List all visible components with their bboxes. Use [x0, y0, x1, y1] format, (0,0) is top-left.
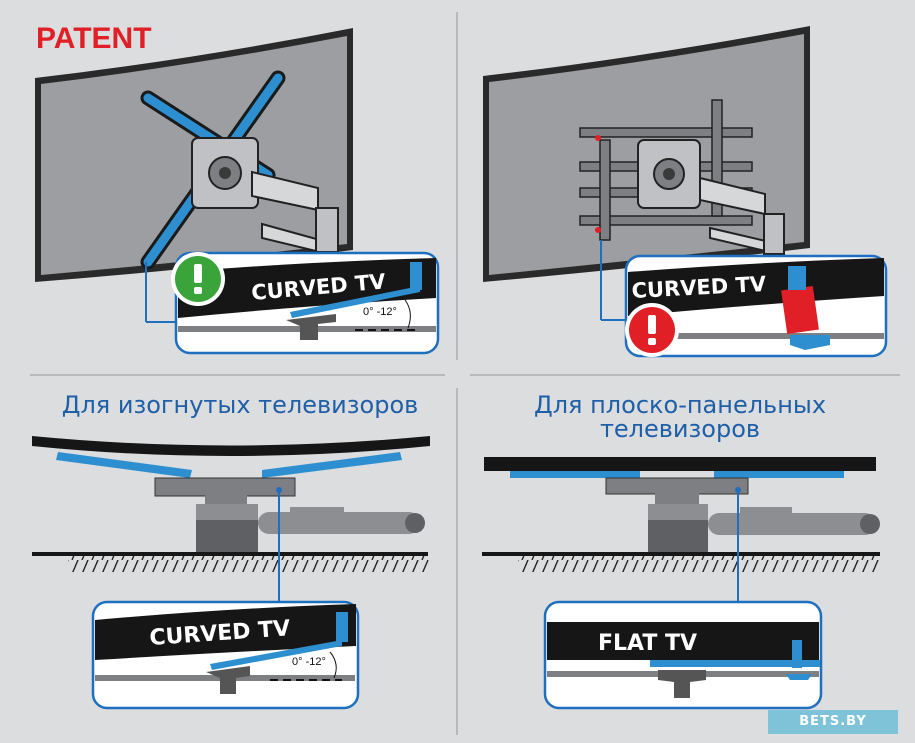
- caption-flat-line2: телевизоров: [599, 415, 761, 443]
- curved-tv-side: [32, 436, 430, 456]
- top-right-panel: CURVED TV: [483, 26, 888, 358]
- callout-bottom-right: FLAT TV: [543, 600, 823, 710]
- tv-band-top-left: [178, 258, 436, 318]
- brand-watermark: BETS.BY: [768, 710, 898, 734]
- patent-label: PATENT: [36, 22, 152, 55]
- bottom-left-panel: [32, 436, 430, 612]
- top-left-panel: CURVED TV 0° -12°: [35, 28, 440, 355]
- exclamation-warning-icon: [625, 303, 679, 357]
- flat-tv-side: [484, 457, 876, 471]
- angle-label-bottom-left: 0° -12°: [292, 656, 326, 668]
- exclamation-ok-icon: [171, 252, 225, 306]
- flat-tv-label: FLAT TV: [598, 631, 697, 656]
- angle-label-top-left: 0° -12°: [363, 306, 397, 318]
- tv-band-top-right: [628, 258, 884, 316]
- callout-bottom-left: CURVED TV 0° -12°: [91, 600, 360, 710]
- caption-flat-line1: Для плоско-панельных: [533, 391, 827, 419]
- wall-plate: [315, 207, 339, 253]
- caption-curved: Для изогнутых телевизоров: [61, 391, 419, 419]
- bottom-right-panel: [482, 457, 880, 602]
